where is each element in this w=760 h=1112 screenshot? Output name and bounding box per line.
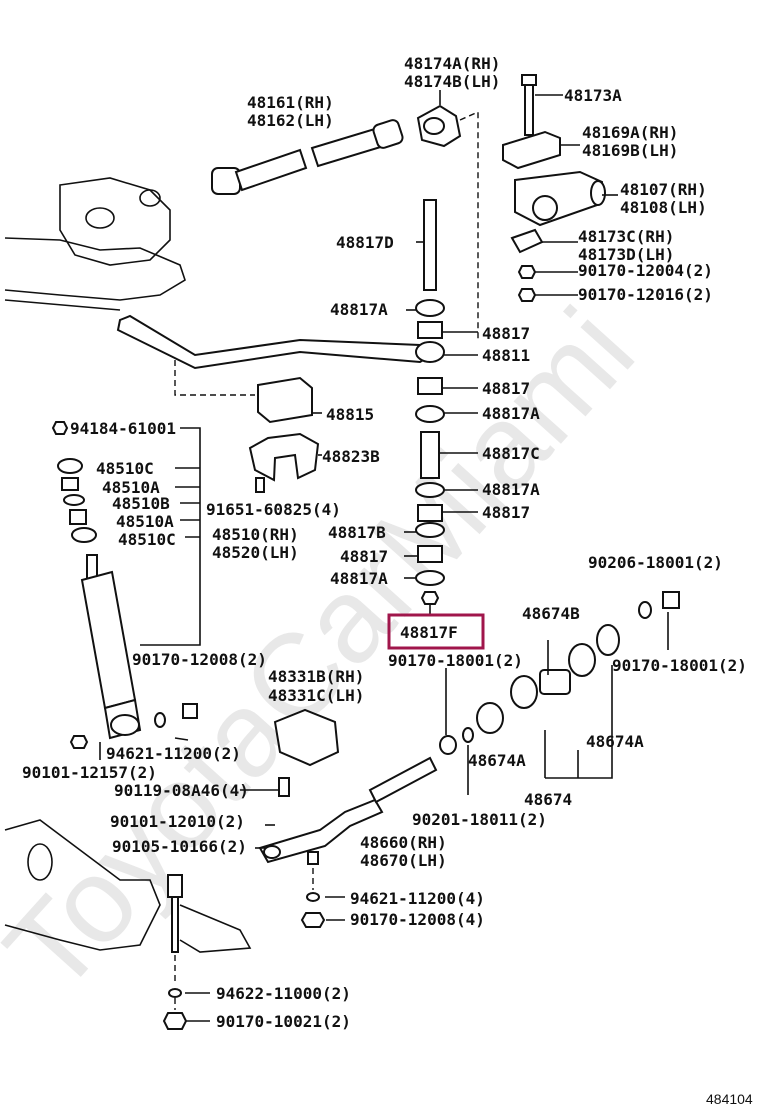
label-48174a[interactable]: 48174A(RH) [404, 54, 500, 73]
label-94621-b[interactable]: 94621-11200(4) [350, 889, 485, 908]
label-90105[interactable]: 90105-10166(2) [112, 837, 247, 856]
label-48817a-3[interactable]: 48817A [482, 480, 540, 499]
diagram-id: 484104 [706, 1091, 753, 1107]
label-48815[interactable]: 48815 [326, 405, 374, 424]
label-90119[interactable]: 90119-08A46(4) [114, 781, 249, 800]
shock-absorber [80, 554, 142, 740]
frame-lower [4, 819, 252, 953]
label-48161[interactable]: 48161(RH) [247, 93, 334, 112]
label-48817f[interactable]: 48817F [400, 623, 458, 642]
nut-90170-10021 [162, 1012, 188, 1030]
label-48173d[interactable]: 48173D(LH) [578, 245, 674, 264]
label-48674b[interactable]: 48674B [522, 604, 580, 623]
label-94622[interactable]: 94622-11000(2) [216, 984, 351, 1003]
stabilizer-bar [116, 314, 434, 370]
part-48173c [510, 228, 544, 254]
label-90170-12004[interactable]: 90170-12004(2) [578, 261, 713, 280]
label-48817-4[interactable]: 48817 [340, 547, 388, 566]
label-48660[interactable]: 48660(RH) [360, 833, 447, 852]
label-48107[interactable]: 48107(RH) [620, 180, 707, 199]
washer-94621-b [306, 892, 320, 902]
washer-94621-a [154, 712, 166, 728]
bolt-48173a [521, 74, 537, 136]
label-48510a-2[interactable]: 48510A [116, 512, 174, 531]
label-48510[interactable]: 48510(RH) [212, 525, 299, 544]
label-48817b[interactable]: 48817B [328, 523, 386, 542]
label-90170-12008-b[interactable]: 90170-12008(4) [350, 910, 485, 929]
label-48331b[interactable]: 48331B(RH) [268, 667, 364, 686]
nut-90170-12016 [517, 288, 537, 302]
label-48674[interactable]: 48674 [524, 790, 572, 809]
shock-bushing-stack [51, 421, 97, 543]
label-48817c[interactable]: 48817C [482, 444, 540, 463]
torsion-bar [211, 119, 404, 195]
washer-94622 [168, 988, 182, 998]
bracket-48823b [248, 432, 320, 482]
label-48817a-4[interactable]: 48817A [330, 569, 388, 588]
label-94184[interactable]: 94184-61001 [70, 419, 176, 438]
label-90101-12157[interactable]: 90101-12157(2) [22, 763, 157, 782]
strut-bushings [439, 591, 680, 755]
label-90170-18001-a[interactable]: 90170-18001(2) [388, 651, 523, 670]
label-48674a-1[interactable]: 48674A [468, 751, 526, 770]
label-90201[interactable]: 90201-18011(2) [412, 810, 547, 829]
label-90170-18001-b[interactable]: 90170-18001(2) [612, 656, 747, 675]
label-90170-12016[interactable]: 90170-12016(2) [578, 285, 713, 304]
nut-90170-12008-b [300, 912, 326, 928]
leader-lines [99, 90, 618, 1022]
label-48817-2[interactable]: 48817 [482, 379, 530, 398]
bolt-90105 [167, 874, 183, 898]
label-48510a-1[interactable]: 48510A [102, 478, 160, 497]
label-90170-10021[interactable]: 90170-10021(2) [216, 1012, 351, 1031]
label-48823b[interactable]: 48823B [322, 447, 380, 466]
label-90206[interactable]: 90206-18001(2) [588, 553, 723, 572]
bolt-90119 [278, 777, 290, 797]
label-48817a-2[interactable]: 48817A [482, 404, 540, 423]
label-48811[interactable]: 48811 [482, 346, 530, 365]
label-48674a-2[interactable]: 48674A [586, 732, 644, 751]
label-90170-12008-a[interactable]: 90170-12008(2) [132, 650, 267, 669]
stabilizer-link-stack [415, 199, 445, 605]
label-48108[interactable]: 48108(LH) [620, 198, 707, 217]
nut-90170-12004 [517, 265, 537, 279]
part-labels: 48174A(RH) 48174B(LH) 48173A 48161(RH) 4… [22, 54, 753, 1107]
label-48173c[interactable]: 48173C(RH) [578, 227, 674, 246]
highlight-box [387, 613, 485, 650]
bushing-48815 [257, 376, 313, 424]
anchor-arm [416, 104, 462, 148]
label-94621-a[interactable]: 94621-11200(2) [106, 744, 241, 763]
strut-bar [258, 756, 438, 865]
label-90101-12010[interactable]: 90101-12010(2) [110, 812, 245, 831]
label-48173a[interactable]: 48173A [564, 86, 622, 105]
nut-90170-12008-a [182, 703, 198, 719]
bump-stopper [273, 708, 340, 767]
part-48169a [502, 130, 561, 170]
label-48817a-1[interactable]: 48817A [330, 300, 388, 319]
label-91651[interactable]: 91651-60825(4) [206, 500, 341, 519]
label-48174b[interactable]: 48174B(LH) [404, 72, 500, 91]
label-48510c-2[interactable]: 48510C [118, 530, 176, 549]
bolt-91651 [255, 477, 265, 493]
label-48817-1[interactable]: 48817 [482, 324, 530, 343]
label-48169a[interactable]: 48169A(RH) [582, 123, 678, 142]
label-48510b[interactable]: 48510B [112, 494, 170, 513]
label-48817-3[interactable]: 48817 [482, 503, 530, 522]
frame-upper [4, 177, 186, 311]
label-48162[interactable]: 48162(LH) [247, 111, 334, 130]
bolt-shaft-90105 [171, 896, 179, 953]
label-48331c[interactable]: 48331C(LH) [268, 686, 364, 705]
label-48169b[interactable]: 48169B(LH) [582, 141, 678, 160]
label-48510c-1[interactable]: 48510C [96, 459, 154, 478]
label-48670[interactable]: 48670(LH) [360, 851, 447, 870]
bolt-90101-12157 [69, 735, 89, 749]
part-48107 [514, 170, 606, 227]
label-48817d[interactable]: 48817D [336, 233, 394, 252]
label-48520[interactable]: 48520(LH) [212, 543, 299, 562]
